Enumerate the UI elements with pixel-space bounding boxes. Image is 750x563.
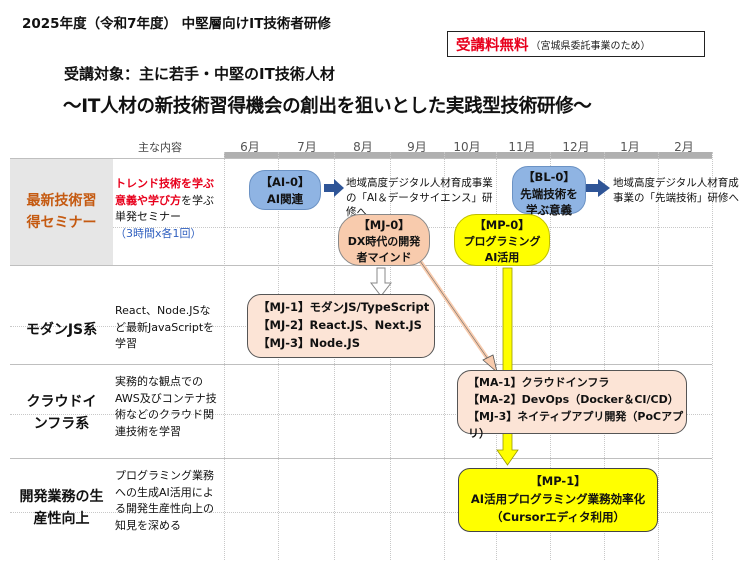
month-dec: 12月 bbox=[562, 140, 590, 154]
grid-line bbox=[10, 364, 712, 365]
month-oct: 10月 bbox=[453, 140, 481, 154]
node-bl0-text: 先端技術を学ぶ意義 bbox=[520, 186, 578, 218]
node-ma2: 【MA-2】DevOps（Docker＆CI/CD） bbox=[468, 393, 679, 407]
row-label-modern-js-text: モダンJS系 bbox=[25, 321, 98, 338]
grid-line bbox=[10, 158, 712, 159]
month-feb: 2月 bbox=[674, 140, 694, 154]
node-mj2: 【MJ-2】React.JS、Next.JS bbox=[258, 317, 422, 332]
node-bl0-id: 【BL-0】 bbox=[523, 170, 575, 184]
note-bl-text: 地域高度デジタル人材育成事業の「先端技術」研修へ bbox=[613, 177, 739, 204]
grid-line bbox=[10, 512, 712, 513]
note-ai-text: 地域高度デジタル人材育成事業の「AI＆データサイエンス」研修へ bbox=[346, 177, 493, 219]
month-jan: 1月 bbox=[620, 140, 640, 154]
free-fee-label: 受講料無料 bbox=[456, 37, 529, 54]
node-mp1-line2: （Cursorエディタ利用） bbox=[491, 509, 625, 524]
node-ai0-id: 【AI-0】 bbox=[260, 175, 310, 189]
node-mj-group: 【MJ-1】モダンJS/TypeScript 【MJ-2】React.JS、Ne… bbox=[247, 294, 435, 358]
row-label-cloud-text: クラウドインフラ系 bbox=[26, 393, 97, 432]
grid-line bbox=[604, 152, 605, 560]
node-mp0-id: 【MP-0】 bbox=[474, 218, 530, 232]
arrow-ai-to-note bbox=[324, 179, 344, 197]
target-audience: 受講対象：主に若手・中堅のIT技術人材 bbox=[64, 65, 335, 83]
node-mp1: 【MP-1】 AI活用プログラミング業務効率化 （Cursorエディタ利用） bbox=[458, 468, 658, 532]
seminar-desc-duration: （3時間x各1回） bbox=[115, 226, 202, 240]
node-ai0: 【AI-0】 AI関連 bbox=[249, 170, 321, 210]
row-label-seminar: 最新技術習得セミナー bbox=[10, 159, 113, 265]
month-sep: 9月 bbox=[407, 140, 427, 154]
node-mp0: 【MP-0】 プログラミングAI活用 bbox=[454, 214, 550, 266]
node-bl0: 【BL-0】 先端技術を学ぶ意義 bbox=[512, 166, 586, 217]
grid-line bbox=[712, 152, 713, 560]
free-fee-note: （宮城県委託事業のため） bbox=[530, 40, 651, 52]
node-ma1: 【MA-1】クラウドインフラ bbox=[468, 376, 610, 389]
row-label-seminar-text: 最新技術習得セミナー bbox=[26, 192, 97, 231]
node-mj0: 【MJ-0】 DX時代の開発者マインド bbox=[338, 214, 430, 266]
node-mp0-text: プログラミングAI活用 bbox=[463, 234, 541, 264]
month-jul: 7月 bbox=[297, 140, 317, 154]
timeline-bar bbox=[224, 152, 712, 158]
month-nov: 11月 bbox=[508, 140, 536, 154]
node-mj3: 【MJ-3】Node.JS bbox=[258, 335, 360, 350]
grid-line bbox=[550, 152, 551, 560]
row-desc-cloud: 実務的な観点でのAWS及びコンテナ技術などのクラウド関連技術を学習 bbox=[115, 375, 217, 438]
grid-line bbox=[224, 152, 225, 560]
arrow-mj0-down bbox=[369, 267, 393, 297]
content-column-header: 主な内容 bbox=[138, 141, 182, 154]
grid-line bbox=[444, 152, 445, 560]
node-mj0-text: DX時代の開発者マインド bbox=[347, 234, 421, 264]
node-ma-group: 【MA-1】クラウドインフラ 【MA-2】DevOps（Docker＆CI/CD… bbox=[457, 370, 687, 440]
seminar-desc-black: を学ぶ単発セミナー bbox=[115, 193, 214, 224]
row-desc-modern-js: React、Node.JSなど最新JavaScriptを学習 bbox=[115, 304, 215, 350]
grid-line bbox=[658, 152, 659, 560]
grid-line bbox=[496, 152, 497, 560]
free-fee-box: 受講料無料 （宮城県委託事業のため） bbox=[447, 31, 705, 57]
row-label-productivity: 開発業務の生産性向上 bbox=[10, 470, 113, 546]
row-label-modern-js: モダンJS系 bbox=[10, 295, 113, 365]
grid-line bbox=[10, 458, 712, 459]
node-mp1-line1: AI活用プログラミング業務効率化 bbox=[470, 491, 646, 506]
month-jun: 6月 bbox=[240, 140, 260, 154]
note-bl: 地域高度デジタル人材育成事業の「先端技術」研修へ bbox=[613, 176, 745, 205]
node-ai0-text: AI関連 bbox=[266, 191, 304, 206]
seminar-desc-red: トレンド技術を学ぶ意義や学び方 bbox=[115, 177, 214, 207]
row-label-cloud: クラウドインフラ系 bbox=[10, 380, 113, 446]
node-mj0-id: 【MJ-0】 bbox=[358, 218, 410, 232]
month-aug: 8月 bbox=[353, 140, 373, 154]
program-subtitle: ～IT人材の新技術習得機会の創出を狙いとした実践型技術研修～ bbox=[63, 96, 592, 117]
note-ai: 地域高度デジタル人材育成事業の「AI＆データサイエンス」研修へ bbox=[346, 176, 496, 220]
row-label-productivity-text: 開発業務の生産性向上 bbox=[19, 488, 104, 527]
arrow-bl-to-note bbox=[586, 179, 610, 197]
row-desc-seminar: トレンド技術を学ぶ意義や学び方を学ぶ単発セミナー （3時間x各1回） bbox=[115, 176, 223, 242]
node-mj1: 【MJ-1】モダンJS/TypeScript bbox=[258, 300, 430, 314]
node-mp1-id: 【MP-1】 bbox=[530, 474, 586, 488]
node-ma3-native: 【MJ-3】ネイティブアプリ開発（PoCアプリ） bbox=[468, 410, 684, 441]
row-desc-productivity: プログラミング業務への生成AI活用による開発生産性向上の知見を深める bbox=[115, 469, 214, 532]
grid-line bbox=[10, 414, 712, 415]
arrow-mp0-to-mp1 bbox=[496, 267, 519, 466]
header-title: 2025年度（令和7年度） 中堅層向けIT技術者研修 bbox=[22, 16, 331, 32]
